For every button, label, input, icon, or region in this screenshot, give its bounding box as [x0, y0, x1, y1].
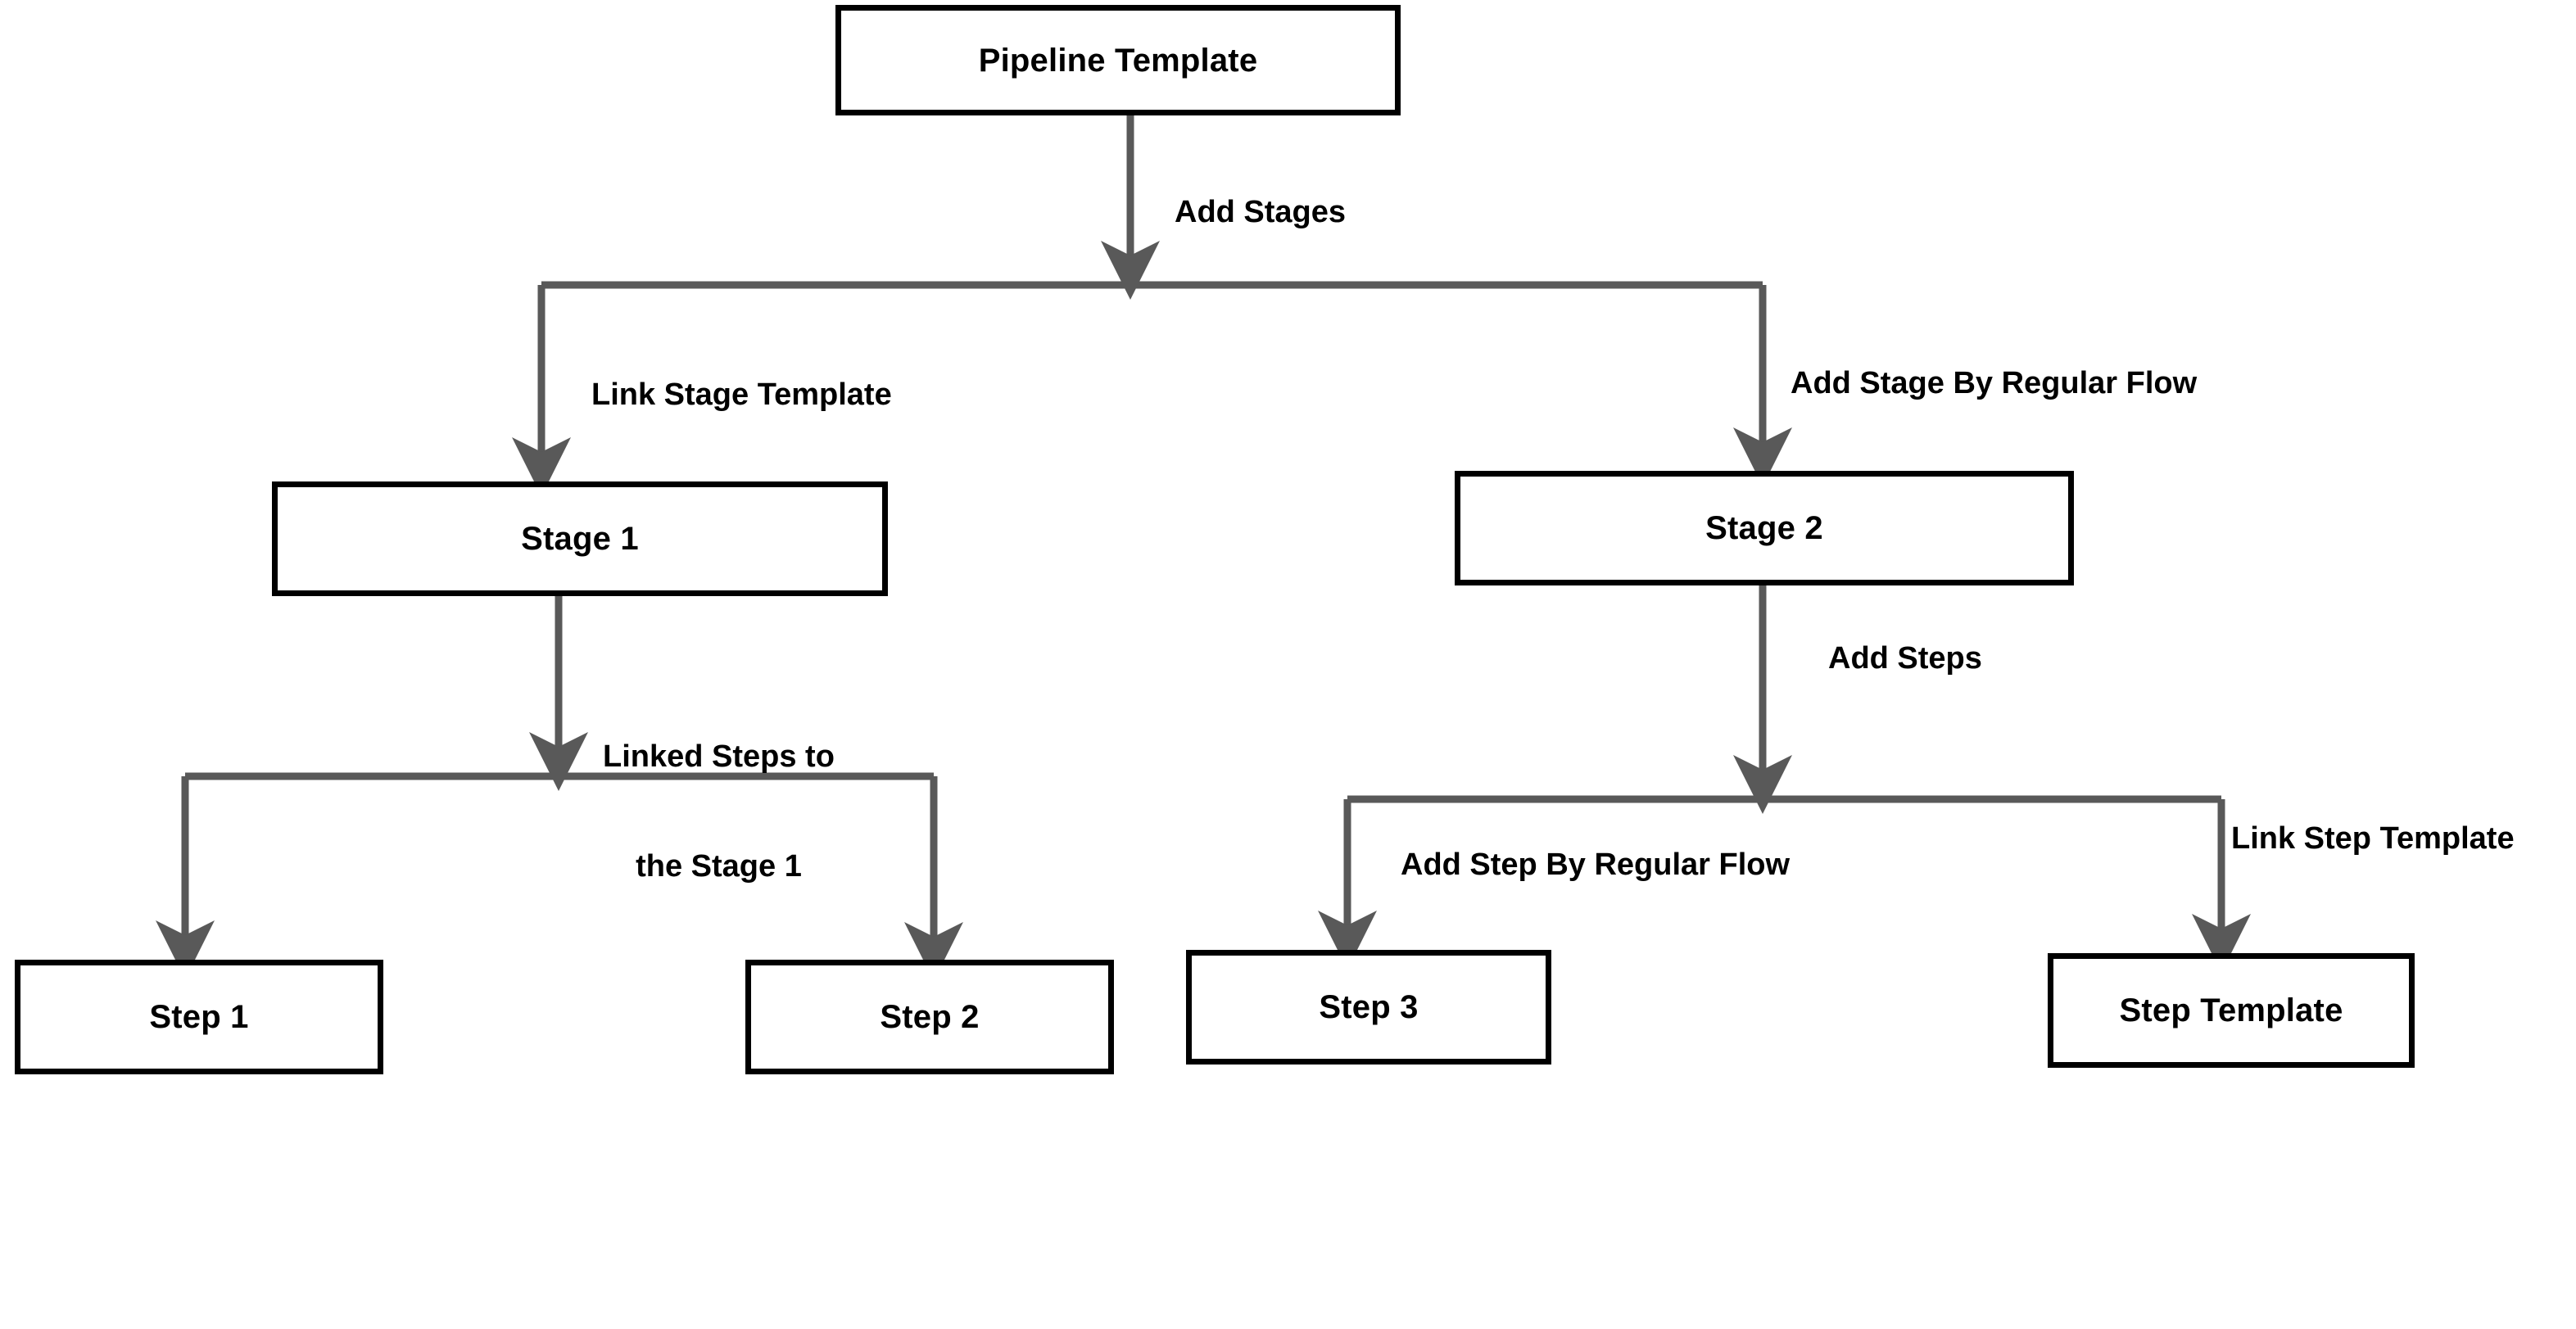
edge-label-link-step-template: Link Step Template [2231, 821, 2515, 856]
edge-label-add-steps: Add Steps [1828, 641, 1982, 676]
edge-label-linked-steps-to-the-stage-1: Linked Steps to the Stage 1 [603, 665, 835, 959]
node-label-step-3: Step 3 [1319, 989, 1419, 1025]
node-step-3[interactable]: Step 3 [1186, 950, 1551, 1065]
edge-label-add-stage-by-regular-flow: Add Stage By Regular Flow [1791, 366, 2198, 400]
node-pipeline-template[interactable]: Pipeline Template [835, 5, 1401, 115]
node-stage-2[interactable]: Stage 2 [1455, 471, 2074, 585]
node-step-1[interactable]: Step 1 [15, 960, 383, 1074]
node-label-step-2: Step 2 [880, 999, 980, 1035]
node-label-stage-1: Stage 1 [521, 521, 639, 557]
edge-label-add-step-by-regular-flow: Add Step By Regular Flow [1401, 848, 1791, 882]
node-label-pipeline-template: Pipeline Template [978, 42, 1258, 79]
node-label-stage-2: Stage 2 [1705, 510, 1823, 546]
edge-label-line-2: the Stage 1 [636, 849, 802, 884]
node-step-template[interactable]: Step Template [2048, 953, 2415, 1068]
node-label-step-template: Step Template [2119, 992, 2343, 1028]
node-stage-1[interactable]: Stage 1 [272, 481, 888, 596]
edge-label-add-stages: Add Stages [1175, 195, 1347, 229]
node-label-step-1: Step 1 [149, 999, 249, 1035]
edge-label-link-stage-template: Link Stage Template [591, 377, 892, 412]
edge-label-line-1: Linked Steps to [603, 739, 835, 774]
node-step-2[interactable]: Step 2 [745, 960, 1114, 1074]
